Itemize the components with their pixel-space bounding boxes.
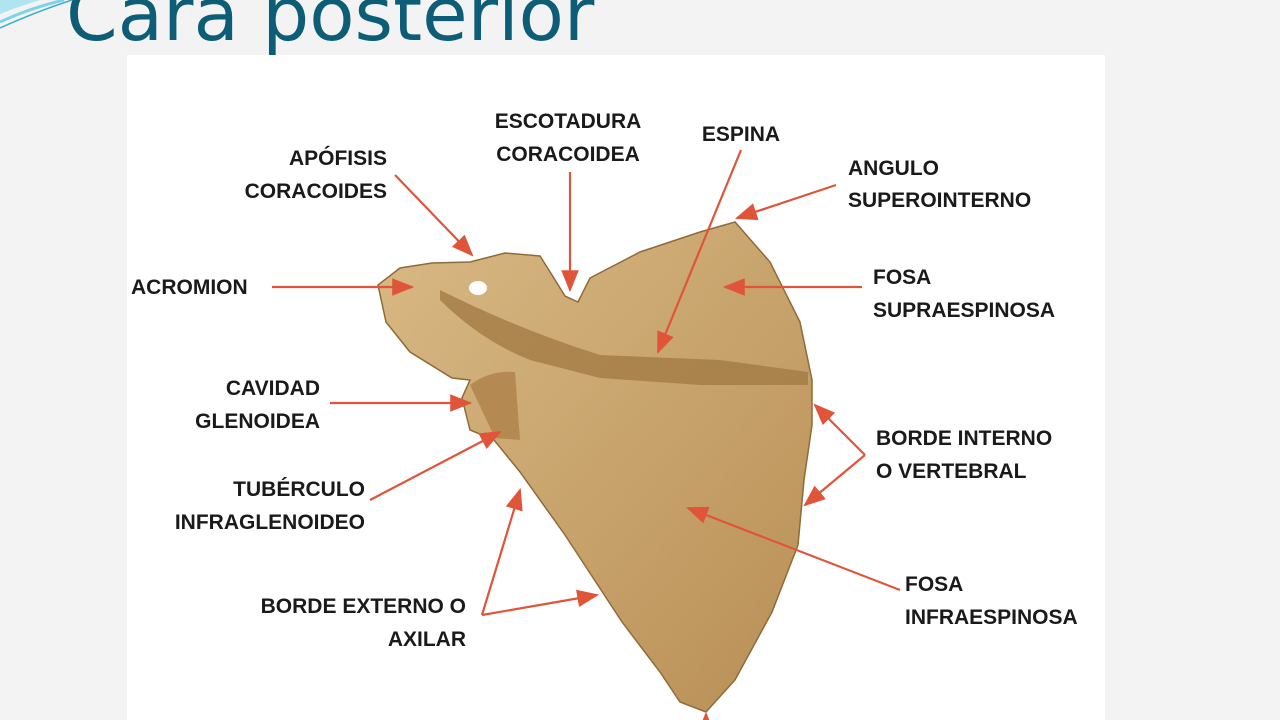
svg-text:CORACOIDEA: CORACOIDEA (496, 143, 640, 166)
svg-text:BORDE EXTERNO O: BORDE EXTERNO O (261, 595, 466, 618)
svg-text:ESCOTADURA: ESCOTADURA (495, 110, 642, 133)
label-fosa-infraespinosa: FOSA INFRAESPINOSA (685, 506, 1078, 629)
svg-text:SUPEROINTERNO: SUPEROINTERNO (848, 189, 1031, 212)
svg-text:INFRAGLENOIDEO: INFRAGLENOIDEO (175, 511, 365, 534)
svg-text:CORACOIDES: CORACOIDES (245, 180, 387, 203)
label-apofisis-coracoides: APÓFISIS CORACOIDES (245, 146, 474, 257)
scapula-bone (377, 221, 813, 713)
label-tuberculo-infraglenoideo: TUBÉRCULO INFRAGLENOIDEO (175, 430, 502, 534)
svg-text:GLENOIDEA: GLENOIDEA (195, 410, 320, 433)
arrow (480, 487, 523, 616)
svg-text:FOSA: FOSA (905, 573, 963, 596)
svg-text:APÓFISIS: APÓFISIS (289, 146, 387, 170)
arrow (685, 506, 901, 592)
svg-text:TUBÉRCULO: TUBÉRCULO (233, 478, 365, 501)
svg-text:O VERTEBRAL: O VERTEBRAL (876, 460, 1027, 483)
arrow (481, 589, 600, 617)
arrow (813, 403, 866, 456)
label-fosa-supraespinosa: FOSA SUPRAESPINOSA (722, 266, 1055, 322)
arrow (369, 430, 502, 501)
arrow (656, 149, 743, 355)
label-borde-interno: BORDE INTERNO O VERTEBRAL (803, 403, 1052, 507)
label-cavidad-glenoidea: CAVIDAD GLENOIDEA (195, 377, 473, 433)
label-acromion: ACROMION (131, 276, 415, 299)
label-espina: ESPINA (656, 123, 780, 355)
svg-text:ESPINA: ESPINA (702, 123, 780, 146)
slide-title: Cara posterior (66, 0, 595, 58)
label-angulo-superointerno: ANGULO SUPEROINTERNO (734, 157, 1031, 221)
svg-text:SUPRAESPINOSA: SUPRAESPINOSA (873, 299, 1055, 322)
svg-text:INFRAESPINOSA: INFRAESPINOSA (905, 606, 1078, 629)
label-escotadura-coracoidea: ESCOTADURA CORACOIDEA (495, 110, 642, 293)
svg-text:AXILAR: AXILAR (388, 628, 466, 651)
arrow (734, 183, 837, 221)
label-borde-externo: BORDE EXTERNO O AXILAR (261, 487, 600, 651)
svg-text:BORDE INTERNO: BORDE INTERNO (876, 427, 1052, 450)
arrow (394, 174, 474, 257)
svg-text:CAVIDAD: CAVIDAD (226, 377, 320, 400)
svg-text:ANGULO: ANGULO (848, 157, 939, 180)
arrow (803, 454, 866, 507)
decorative-swoosh (0, 0, 73, 29)
svg-text:ACROMION: ACROMION (131, 276, 248, 299)
svg-text:FOSA: FOSA (873, 266, 931, 289)
